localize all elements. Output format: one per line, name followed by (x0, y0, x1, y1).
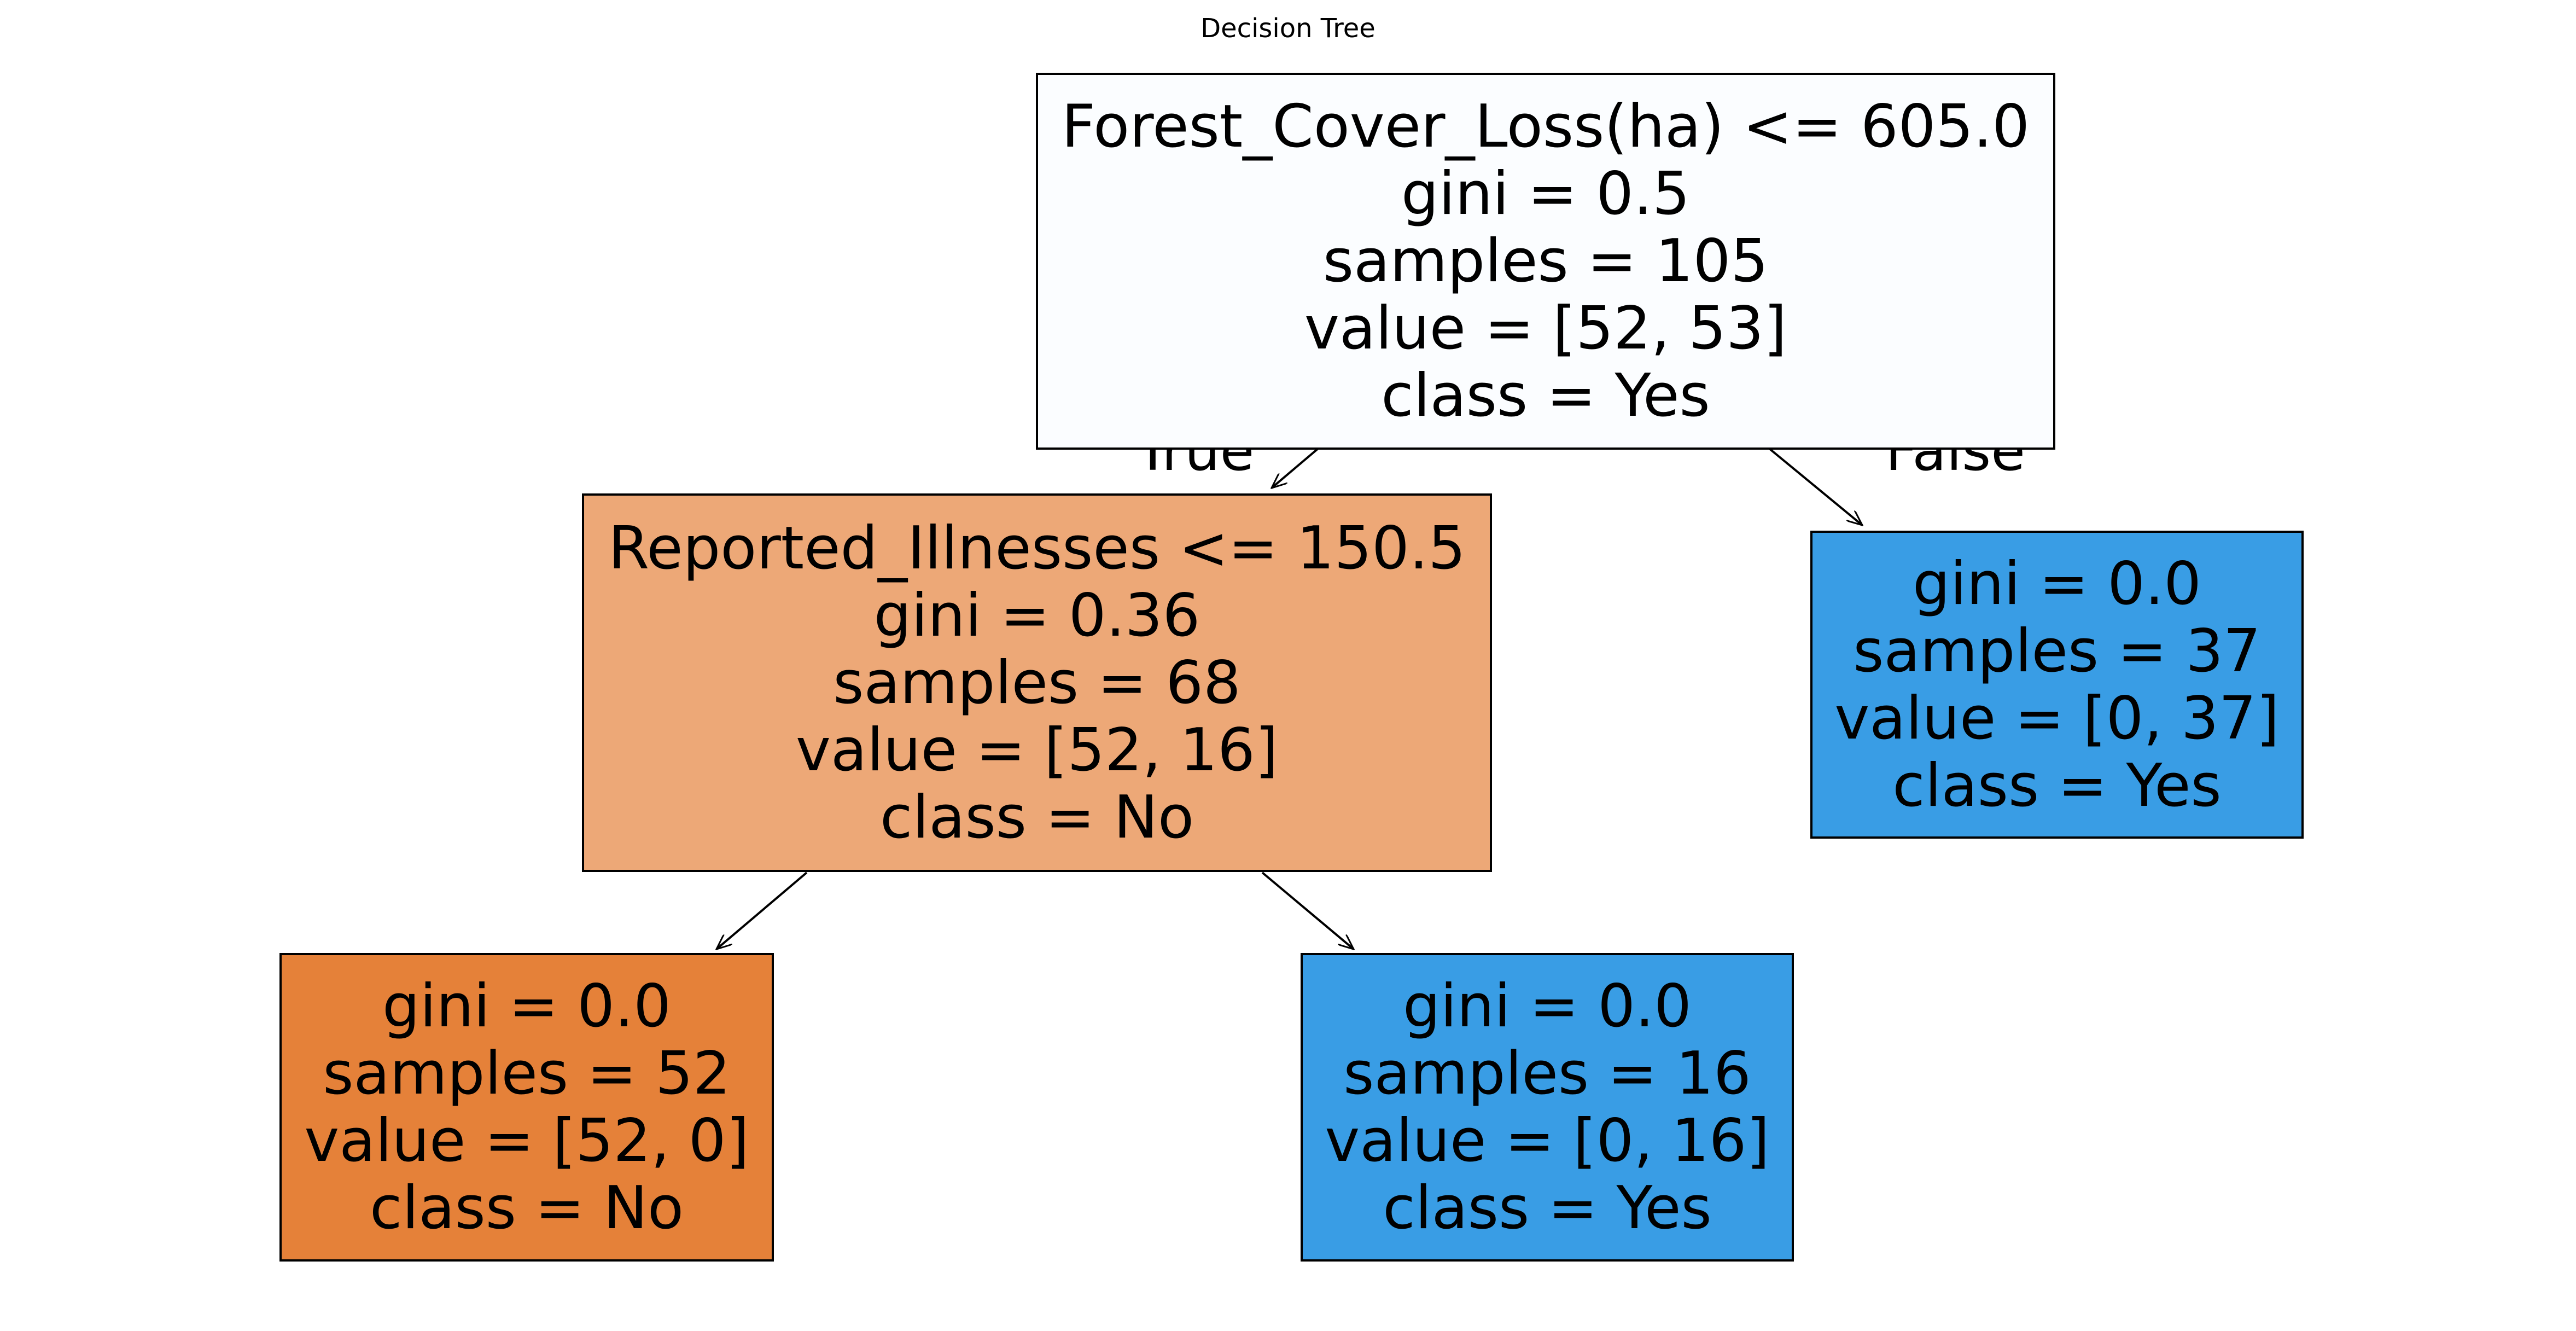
node-line: value = [0, 37] (1834, 684, 2280, 753)
edge-root-to-right (1768, 447, 1862, 525)
edge-left-to-left-right (1261, 871, 1354, 949)
node-line: class = No (369, 1174, 684, 1242)
edge-left-to-left-left (716, 871, 808, 949)
node-line: samples = 37 (1853, 617, 2261, 685)
tree-node-left: Reported_Illnesses <= 150.5 gini = 0.36 … (582, 493, 1492, 872)
node-line: gini = 0.36 (873, 581, 1200, 650)
edge-root-to-left (1272, 447, 1319, 488)
node-line: value = [0, 16] (1325, 1107, 1770, 1175)
node-line: Reported_Illnesses <= 150.5 (608, 514, 1466, 583)
node-line: class = Yes (1381, 362, 1710, 430)
node-line: Forest_Cover_Loss(ha) <= 605.0 (1061, 92, 2030, 161)
node-line: gini = 0.0 (1403, 972, 1692, 1041)
tree-node-root: Forest_Cover_Loss(ha) <= 605.0 gini = 0.… (1036, 73, 2055, 450)
node-line: value = [52, 53] (1304, 294, 1787, 363)
tree-node-left-right: gini = 0.0 samples = 16 value = [0, 16] … (1301, 953, 1794, 1262)
node-line: value = [52, 16] (796, 716, 1278, 784)
tree-node-left-left: gini = 0.0 samples = 52 value = [52, 0] … (279, 953, 774, 1262)
node-line: samples = 68 (833, 648, 1241, 717)
node-line: samples = 105 (1322, 227, 1769, 295)
node-line: class = No (879, 783, 1194, 852)
node-line: gini = 0.0 (382, 972, 671, 1041)
tree-node-right: gini = 0.0 samples = 37 value = [0, 37] … (1810, 531, 2304, 839)
node-line: samples = 52 (323, 1039, 731, 1108)
node-line: samples = 16 (1343, 1039, 1751, 1108)
node-line: class = Yes (1892, 751, 2222, 820)
node-line: gini = 0.5 (1401, 160, 1690, 228)
node-line: class = Yes (1383, 1174, 1712, 1242)
figure-title: Decision Tree (1200, 13, 1376, 44)
node-line: value = [52, 0] (304, 1107, 749, 1175)
node-line: gini = 0.0 (1913, 549, 2201, 618)
